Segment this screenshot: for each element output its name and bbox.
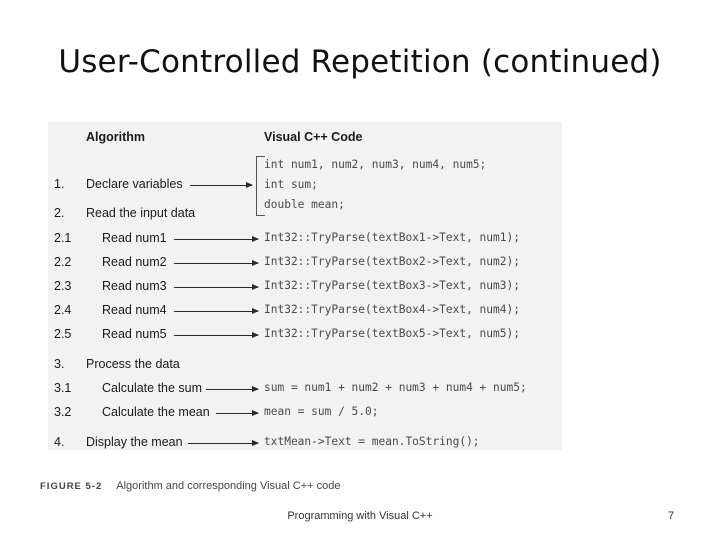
step-label: Process the data — [86, 357, 180, 371]
arrow-icon — [174, 308, 259, 314]
step-number: 3. — [54, 357, 65, 371]
arrow-icon — [188, 440, 259, 446]
step-number: 2.1 — [54, 231, 72, 245]
figure-number: FIGURE 5-2 — [40, 481, 103, 492]
algorithm-figure: Algorithm Visual C++ Code int num1, num2… — [48, 122, 562, 450]
step-label: Read num1 — [102, 231, 167, 245]
code-line: Int32::TryParse(textBox3->Text, num3); — [264, 279, 520, 292]
algorithm-header: Algorithm — [86, 130, 146, 144]
figure-caption: FIGURE 5-2 Algorithm and corresponding Vi… — [40, 480, 340, 492]
step-label: Declare variables — [86, 177, 183, 191]
step-label: Display the mean — [86, 435, 183, 449]
step-label: Calculate the mean — [102, 405, 210, 419]
step-label: Read num2 — [102, 255, 167, 269]
step-number: 2.2 — [54, 255, 72, 269]
code-line: mean = sum / 5.0; — [264, 405, 379, 418]
step-label: Read num3 — [102, 279, 167, 293]
code-line: Int32::TryParse(textBox2->Text, num2); — [264, 255, 520, 268]
arrow-icon — [174, 260, 259, 266]
code-line: txtMean->Text = mean.ToString(); — [264, 435, 480, 448]
code-line: Int32::TryParse(textBox1->Text, num1); — [264, 231, 520, 244]
step-number: 2.4 — [54, 303, 72, 317]
step-number: 3.2 — [54, 405, 72, 419]
step-number: 2.3 — [54, 279, 72, 293]
step-label: Read num4 — [102, 303, 167, 317]
arrow-icon — [174, 236, 259, 242]
step-number: 2. — [54, 206, 65, 220]
figure-caption-text: Algorithm and corresponding Visual C++ c… — [116, 480, 341, 492]
page-number: 7 — [668, 510, 675, 522]
arrow-icon — [190, 182, 253, 188]
declaration-line: int sum; — [264, 178, 318, 191]
step-number: 1. — [54, 177, 65, 191]
arrow-icon — [206, 386, 259, 392]
code-line: Int32::TryParse(textBox5->Text, num5); — [264, 327, 520, 340]
slide-title: User-Controlled Repetition (continued) — [58, 44, 662, 80]
arrow-icon — [216, 410, 259, 416]
step-number: 3.1 — [54, 381, 72, 395]
step-label: Calculate the sum — [102, 381, 203, 395]
arrow-icon — [174, 284, 259, 290]
slide-footer: Programming with Visual C++ — [287, 510, 433, 522]
declaration-bracket — [256, 156, 265, 216]
declaration-line: double mean; — [264, 198, 345, 211]
code-line: sum = num1 + num2 + num3 + num4 + num5; — [264, 381, 527, 394]
code-header: Visual C++ Code — [264, 130, 363, 144]
arrow-icon — [174, 332, 259, 338]
step-label: Read num5 — [102, 327, 167, 341]
step-number: 4. — [54, 435, 65, 449]
step-number: 2.5 — [54, 327, 72, 341]
code-line: Int32::TryParse(textBox4->Text, num4); — [264, 303, 520, 316]
declaration-line: int num1, num2, num3, num4, num5; — [264, 158, 487, 171]
step-label: Read the input data — [86, 206, 196, 220]
